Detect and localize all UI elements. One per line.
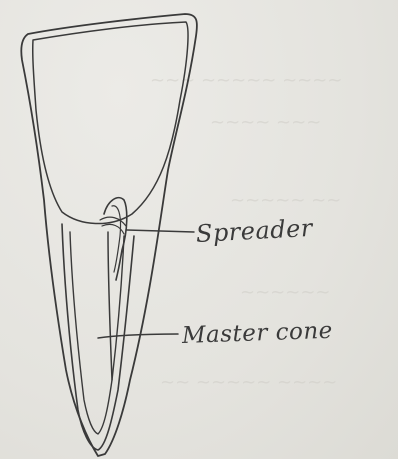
- tooth-outline: [21, 14, 197, 456]
- master-cone: [108, 232, 112, 380]
- master-cone-label: Master cone: [182, 318, 334, 349]
- spreader-leader-line: [126, 230, 194, 232]
